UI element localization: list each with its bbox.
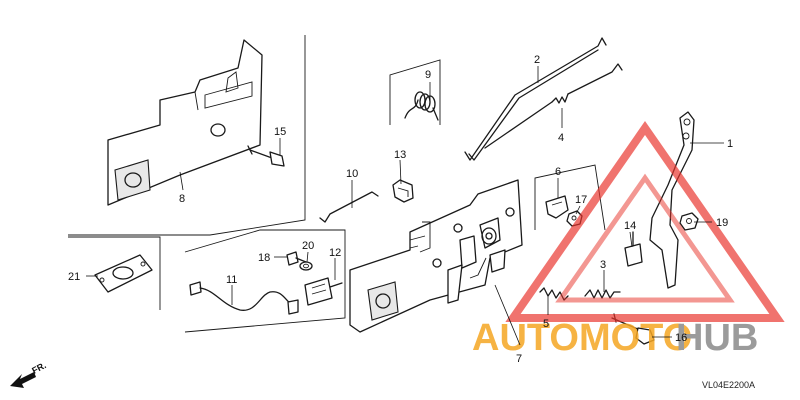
front-direction-arrow: FR. [10,360,48,388]
diagram-code: VL04E2200A [702,380,755,390]
callout-17: 17 [575,194,587,206]
part-10-rod [319,191,379,223]
part-18-screw [286,251,307,266]
callout-12: 12 [329,247,341,259]
callout-16: 16 [675,332,687,344]
callout-3: 3 [600,259,606,271]
callout-11: 11 [226,274,237,286]
watermark: AUTOMOTO HUB [472,120,785,359]
callout-9: 9 [425,69,431,81]
callouts: 1 2 3 4 5 6 7 8 9 10 11 12 13 14 15 16 1… [68,54,733,365]
part-2-rod [464,37,607,161]
part-8-shield [107,39,263,206]
part-6-bracket [545,195,569,219]
part-20-washer [299,261,313,271]
callout-20: 20 [302,240,314,252]
part-15-bolt [247,145,285,167]
leaders [86,66,724,346]
callout-13: 13 [394,149,406,161]
arrow-icon [10,372,36,388]
callout-14: 14 [624,220,636,232]
callout-1: 1 [727,138,733,150]
part-21-gasket [94,254,153,293]
watermark-triangle-inner [555,173,735,303]
watermark-triangle-outer [505,120,785,322]
part-11-wire [189,281,299,315]
section-borders [68,35,606,333]
callout-7: 7 [516,353,522,365]
callout-6: 6 [555,166,561,178]
callout-8: 8 [179,193,185,205]
callout-4: 4 [558,132,564,144]
part-1-lever [649,111,695,289]
part-4-rod [484,63,623,149]
callout-5: 5 [543,318,549,330]
callout-18: 18 [258,252,270,264]
callout-10: 10 [346,168,358,180]
watermark-word-b: HUB [676,317,758,359]
watermark-word-a: AUTOMOTO [472,317,692,359]
callout-19: 19 [716,217,728,229]
callout-2: 2 [534,54,540,66]
direction-label: FR. [30,360,47,376]
part-9-spring [404,91,439,121]
part-19-nut [679,212,699,231]
callout-21: 21 [68,271,80,283]
part-12-switch [304,277,343,306]
part-13-clip [392,179,414,203]
part-3-spring [584,289,621,299]
part-14-pin [624,231,643,267]
part-7-plate [349,179,523,333]
callout-15: 15 [274,126,286,138]
